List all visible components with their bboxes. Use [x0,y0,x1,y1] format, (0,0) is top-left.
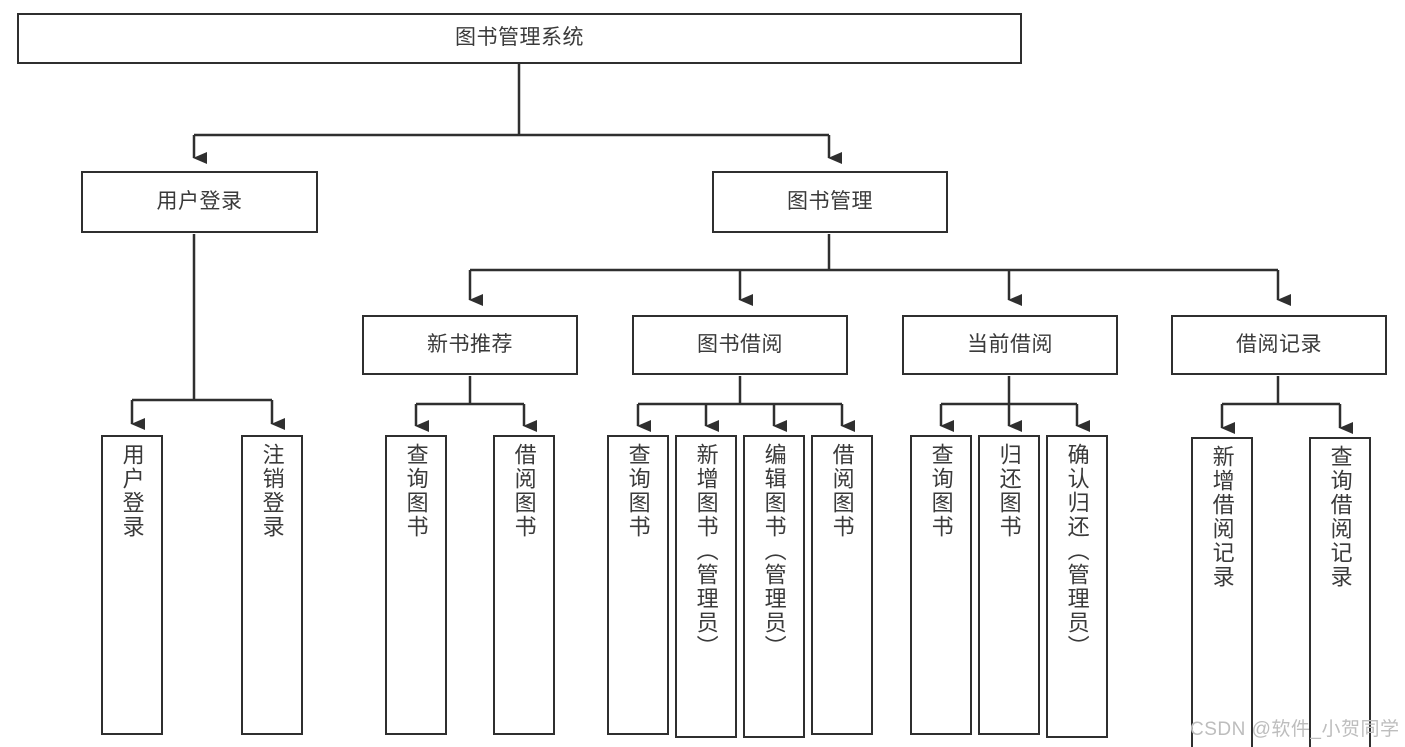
node-label: 归还图书 [996,443,1022,539]
node-label: 图书管理 [787,189,873,213]
node-user-login[interactable]: 用户登录 [81,171,318,233]
node-label: 编辑图书（管理员） [761,443,787,659]
node-label: 注销登录 [259,443,285,539]
leaf-book-borrow-add-book-admin[interactable]: 新增图书（管理员） [675,435,737,738]
node-current-borrow[interactable]: 当前借阅 [902,315,1118,375]
node-label: 用户登录 [119,443,145,539]
node-label: 查询借阅记录 [1327,445,1353,589]
node-label: 查询图书 [928,443,954,539]
node-label: 用户登录 [156,189,243,213]
node-label: 新增图书（管理员） [693,443,719,659]
node-new-book-recommend[interactable]: 新书推荐 [362,315,578,375]
node-label: 图书管理系统 [455,26,584,50]
leaf-current-borrow-query-book[interactable]: 查询图书 [910,435,972,735]
node-book-management[interactable]: 图书管理 [712,171,948,233]
leaf-new-book-query-book[interactable]: 查询图书 [385,435,447,735]
leaf-borrow-record-query-record[interactable]: 查询借阅记录 [1309,437,1371,747]
node-label: 查询图书 [403,443,429,539]
node-label: 借阅图书 [511,443,537,539]
node-label: 新书推荐 [427,332,513,356]
leaf-book-borrow-borrow-book[interactable]: 借阅图书 [811,435,873,735]
node-label: 查询图书 [625,443,651,539]
node-label: 借阅图书 [829,443,855,539]
node-label: 当前借阅 [967,332,1053,356]
node-label: 确认归还（管理员） [1064,443,1090,659]
leaf-book-borrow-edit-book-admin[interactable]: 编辑图书（管理员） [743,435,805,738]
leaf-current-borrow-return-book[interactable]: 归还图书 [978,435,1040,735]
leaf-book-borrow-query-book[interactable]: 查询图书 [607,435,669,735]
node-label: 新增借阅记录 [1209,445,1235,589]
node-book-borrow[interactable]: 图书借阅 [632,315,848,375]
node-label: 借阅记录 [1236,332,1322,356]
node-borrow-record[interactable]: 借阅记录 [1171,315,1387,375]
leaf-user-login-login[interactable]: 用户登录 [101,435,163,735]
leaf-current-borrow-confirm-return-admin[interactable]: 确认归还（管理员） [1046,435,1108,738]
node-root-book-management-system[interactable]: 图书管理系统 [17,13,1022,64]
leaf-borrow-record-add-record[interactable]: 新增借阅记录 [1191,437,1253,747]
leaf-user-login-logout[interactable]: 注销登录 [241,435,303,735]
csdn-watermark: CSDN @软件_小贺同学 [1190,719,1400,740]
leaf-new-book-borrow-book[interactable]: 借阅图书 [493,435,555,735]
node-label: 图书借阅 [697,332,783,356]
